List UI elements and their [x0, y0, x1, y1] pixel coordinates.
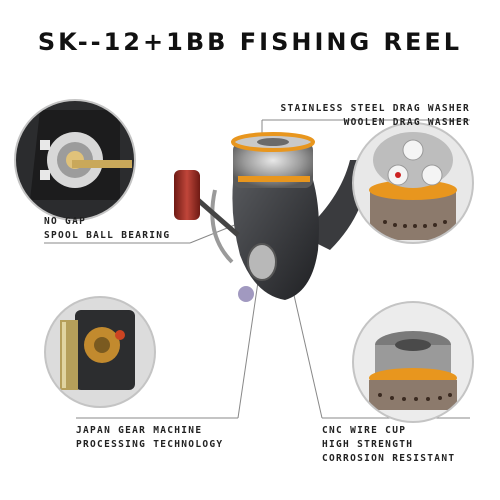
- callout-wire-cup: CNC WIRE CUP HIGH STRENGTH CORROSION RES…: [322, 424, 455, 466]
- callout-drag-washer-line1: STAINLESS STEEL DRAG WASHER: [280, 103, 470, 114]
- callout-wire-cup-line1: CNC WIRE CUP: [322, 425, 407, 436]
- callout-drag-washer: STAINLESS STEEL DRAG WASHER WOOLEN DRAG …: [280, 102, 470, 130]
- callout-leader-lines: [44, 119, 470, 419]
- callout-ball-bearing-line1: NO GAP: [44, 216, 87, 227]
- callout-gear: JAPAN GEAR MACHINE PROCESSING TECHNOLOGY: [76, 424, 223, 452]
- bearing-detail-image: [14, 99, 136, 221]
- page-title: SK--12+1BB FISHING REEL: [37, 28, 463, 56]
- callout-gear-line2: PROCESSING TECHNOLOGY: [76, 439, 224, 450]
- gear-detail-image: [44, 296, 156, 408]
- fishing-reel-image: [174, 132, 369, 302]
- callout-gear-line1: JAPAN GEAR MACHINE: [76, 425, 203, 436]
- callout-drag-washer-line2: WOOLEN DRAG WASHER: [343, 117, 470, 128]
- callout-wire-cup-line3: CORROSION RESISTANT: [322, 453, 456, 464]
- drag-washer-detail-image: [352, 122, 474, 244]
- wire-cup-detail-image: [352, 301, 474, 423]
- callout-ball-bearing-line2: SPOOL BALL BEARING: [44, 230, 171, 241]
- callout-ball-bearing: NO GAP SPOOL BALL BEARING: [44, 215, 170, 243]
- callout-wire-cup-line2: HIGH STRENGTH: [322, 439, 414, 450]
